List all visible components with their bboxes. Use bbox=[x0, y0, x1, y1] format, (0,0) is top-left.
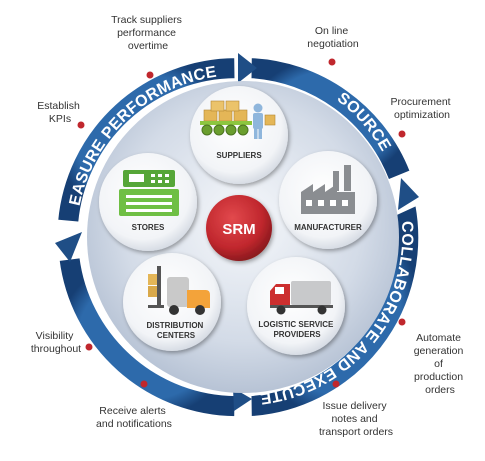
outer-ring bbox=[55, 53, 421, 419]
factory-icon bbox=[301, 165, 355, 214]
ring-segment-measure[interactable] bbox=[56, 56, 237, 224]
center-srm[interactable]: SRM bbox=[206, 195, 272, 261]
node-stores-label: STORES bbox=[132, 223, 165, 232]
node-stores[interactable]: STORES bbox=[99, 153, 197, 251]
arrow-head-bottom bbox=[233, 388, 252, 411]
ring-segment-source[interactable] bbox=[249, 56, 412, 182]
dot-automate bbox=[398, 318, 406, 326]
outer-label-online: On line negotiation bbox=[307, 25, 359, 50]
conveyor-boxes-worker-icon bbox=[200, 100, 276, 139]
outer-label-automate: Automate generation of production orders bbox=[414, 332, 467, 396]
outer-label-receive: Receive alerts and notifications bbox=[96, 405, 172, 430]
arrow-head-left bbox=[55, 232, 82, 262]
dot-online bbox=[328, 58, 336, 66]
truck-icon bbox=[270, 281, 333, 315]
outer-label-track: Track suppliers performance overtime bbox=[111, 14, 185, 52]
dot-procurement bbox=[398, 130, 406, 138]
node-suppliers-label: SUPPLIERS bbox=[216, 151, 262, 160]
node-manufacturer-label: MANUFACTURER bbox=[294, 223, 362, 232]
cash-register-icon bbox=[119, 170, 179, 216]
node-suppliers-circle bbox=[190, 86, 288, 184]
node-distribution-label: DISTRIBUTION CENTERS bbox=[146, 321, 205, 340]
node-logistic-label: LOGISTIC SERVICE PROVIDERS bbox=[258, 320, 335, 339]
node-suppliers[interactable]: SUPPLIERS bbox=[190, 86, 288, 184]
dot-visibility bbox=[85, 343, 93, 351]
dot-track bbox=[146, 71, 154, 79]
outer-label-issue: Issue delivery notes and transport order… bbox=[319, 400, 393, 438]
arrow-head-right bbox=[398, 178, 419, 210]
dot-receive bbox=[140, 380, 148, 388]
arrow-head-top bbox=[238, 53, 257, 83]
outer-dots bbox=[77, 58, 406, 388]
outer-label-establish: Establish KPIs bbox=[37, 100, 83, 125]
center-label: SRM bbox=[222, 221, 255, 238]
node-manufacturer[interactable]: MANUFACTURER bbox=[279, 151, 377, 249]
forklift-icon bbox=[148, 266, 210, 315]
outer-label-visibility: Visibility throughout bbox=[31, 330, 81, 355]
outer-label-procurement: Procurement optimization bbox=[390, 96, 453, 121]
dot-establish bbox=[77, 121, 85, 129]
node-logistic[interactable]: LOGISTIC SERVICE PROVIDERS bbox=[247, 257, 345, 355]
dot-issue bbox=[332, 380, 340, 388]
center-circle bbox=[206, 195, 272, 261]
node-distribution[interactable]: DISTRIBUTION CENTERS bbox=[123, 253, 221, 351]
